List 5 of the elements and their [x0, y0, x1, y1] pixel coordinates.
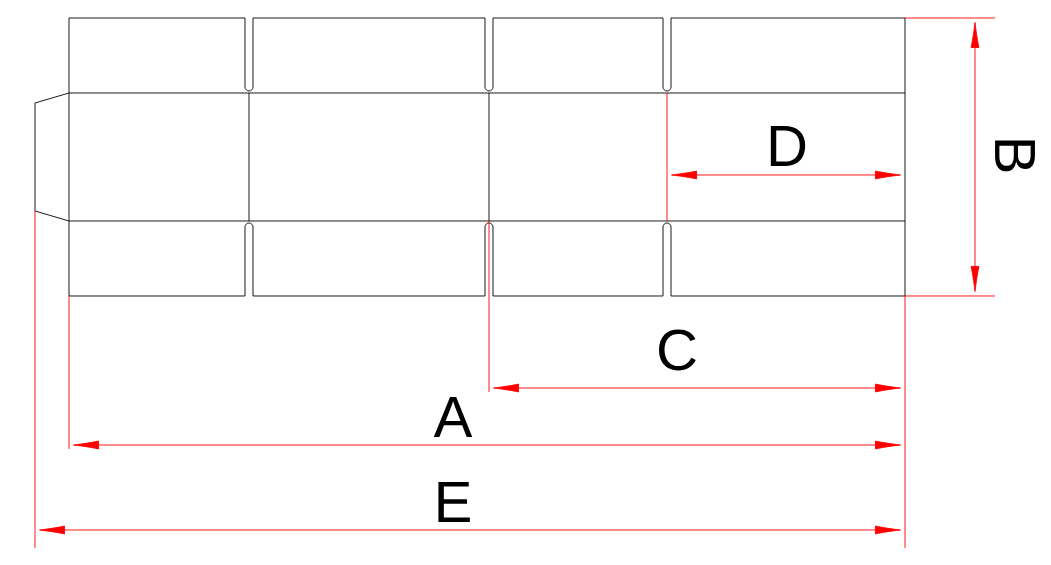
- dimension-label: C: [659, 329, 696, 371]
- dimension-label: B: [995, 140, 1035, 172]
- dimension-label: D: [770, 126, 806, 166]
- dimension-label: A: [433, 397, 473, 437]
- dimension-label: E: [438, 482, 470, 522]
